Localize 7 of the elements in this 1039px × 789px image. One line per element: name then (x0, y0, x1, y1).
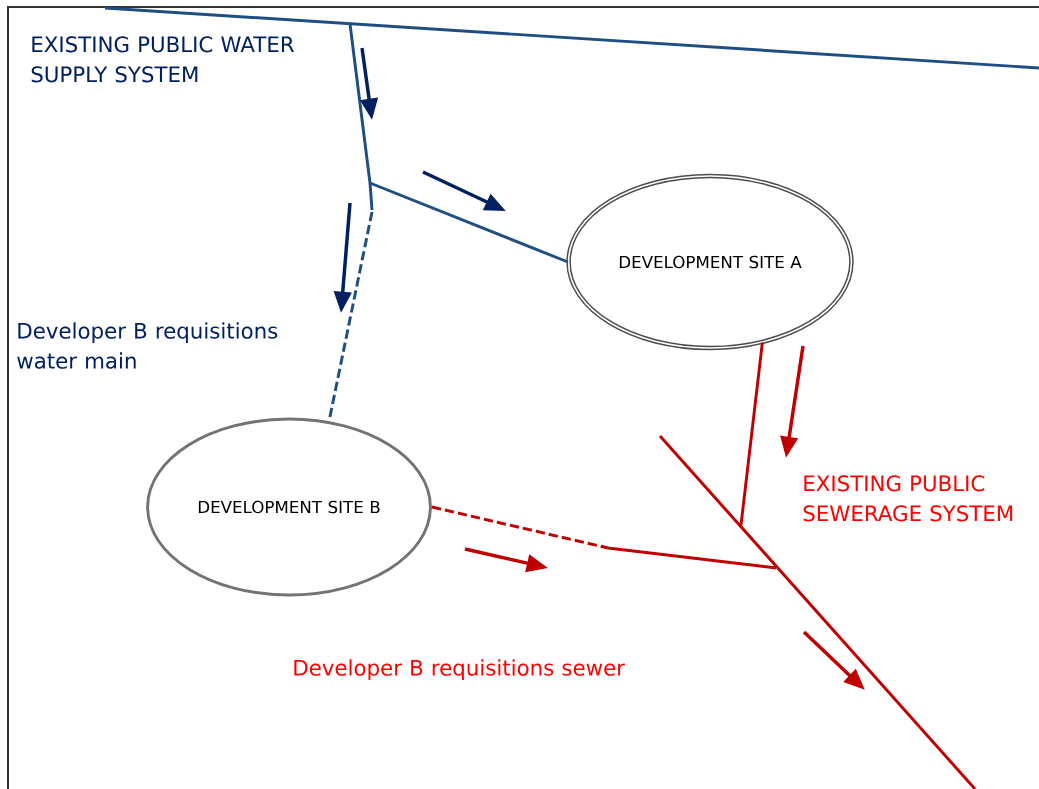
annotation-text: EXISTING PUBLIC SEWERAGE SYSTEM (803, 475, 1013, 522)
annotation-text: Developer B requisitions water main (17, 322, 278, 369)
pipe-line (431, 505, 609, 550)
annotation-text: Developer B requisitions sewer (294, 659, 625, 680)
pipe-line (369, 181, 569, 264)
pipe-line (739, 342, 764, 526)
annotation-text: EXISTING PUBLIC WATER SUPPLY SYSTEM (31, 36, 295, 83)
